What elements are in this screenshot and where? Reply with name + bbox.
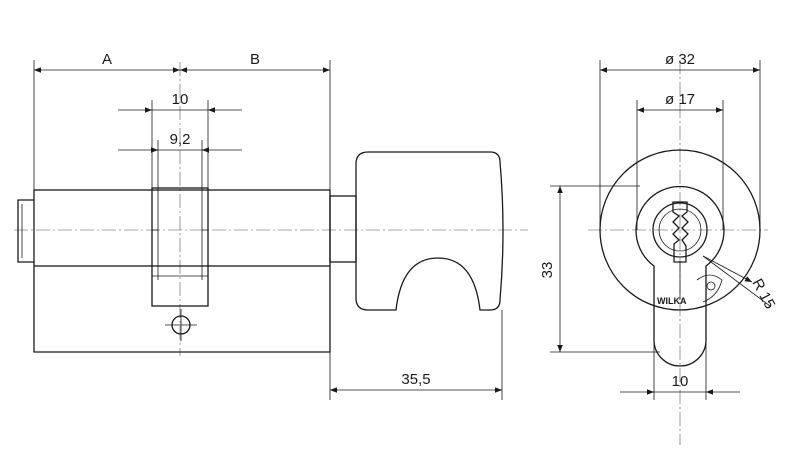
front-dimensions: [550, 60, 771, 400]
label-dia-32: ø 32: [665, 51, 695, 68]
brand-wilka: WILKA: [657, 296, 687, 306]
knob-shaft: [329, 195, 357, 263]
keyway: [672, 201, 689, 263]
label-35-5: 35,5: [401, 371, 430, 388]
dim-line-r15: [702, 255, 771, 307]
r15-arrow: [702, 255, 753, 283]
plug-inner-circle: [658, 208, 702, 252]
cam: [151, 187, 209, 307]
pin-recess: [696, 274, 723, 303]
profile-outline: [635, 185, 725, 367]
dimension-labels: A B 10 9,2 35,5 ø 32 ø 17 33 R 15 10: [102, 51, 778, 390]
label-9-2: 9,2: [170, 131, 191, 148]
label-dia-17: ø 17: [665, 91, 695, 108]
label-33: 33: [539, 262, 556, 279]
label-10: 10: [172, 91, 189, 108]
cylinder-lower-profile: [33, 266, 331, 353]
label-a: A: [102, 51, 112, 68]
pin-detail: [706, 281, 716, 291]
label-10-front: 10: [672, 373, 689, 390]
side-view: [14, 62, 528, 356]
cylinder-upper-bar: [33, 189, 331, 267]
thumb-turn-knob: [355, 151, 504, 311]
plug-nose: [17, 199, 34, 263]
label-r15: R 15: [748, 276, 778, 312]
label-b: B: [250, 51, 260, 68]
side-dimensions: [33, 60, 503, 400]
plug-circle: [652, 202, 708, 258]
